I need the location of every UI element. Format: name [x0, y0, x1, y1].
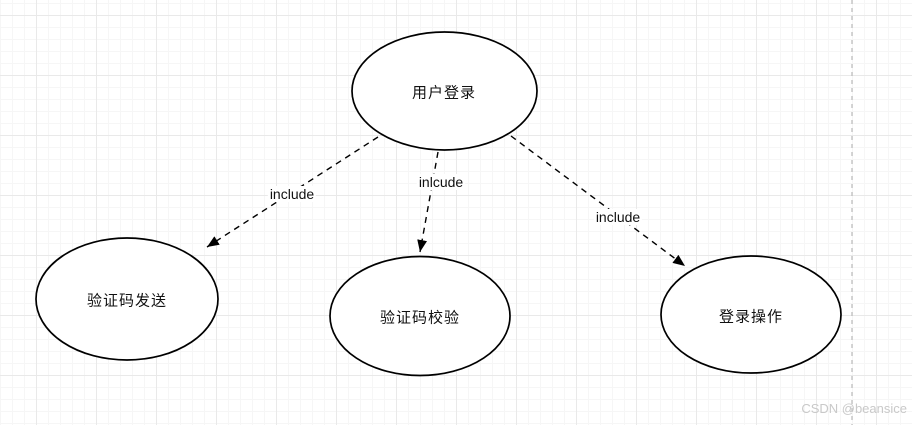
edge-include-login-action [510, 135, 686, 267]
edge-label-include-middle: inlcude [416, 174, 466, 190]
usecase-ellipse-send-captcha [35, 237, 219, 361]
usecase-label-send-captcha: 验证码发送 [86, 292, 168, 310]
usecase-label-user-login: 用户登录 [411, 84, 477, 102]
edge-label-include-left: include [267, 186, 317, 202]
usecase-ellipse-user-login [351, 31, 538, 151]
edge-label-include-right: include [593, 209, 643, 225]
usecase-ellipse-verify-captcha [329, 255, 511, 377]
usecase-label-verify-captcha: 验证码校验 [379, 309, 461, 327]
edge-include-verify-captcha [417, 151, 439, 253]
usecase-ellipse-login-action [660, 255, 842, 374]
usecase-label-login-action: 登录操作 [718, 308, 784, 326]
csdn-watermark: CSDN @beansice [801, 401, 907, 416]
